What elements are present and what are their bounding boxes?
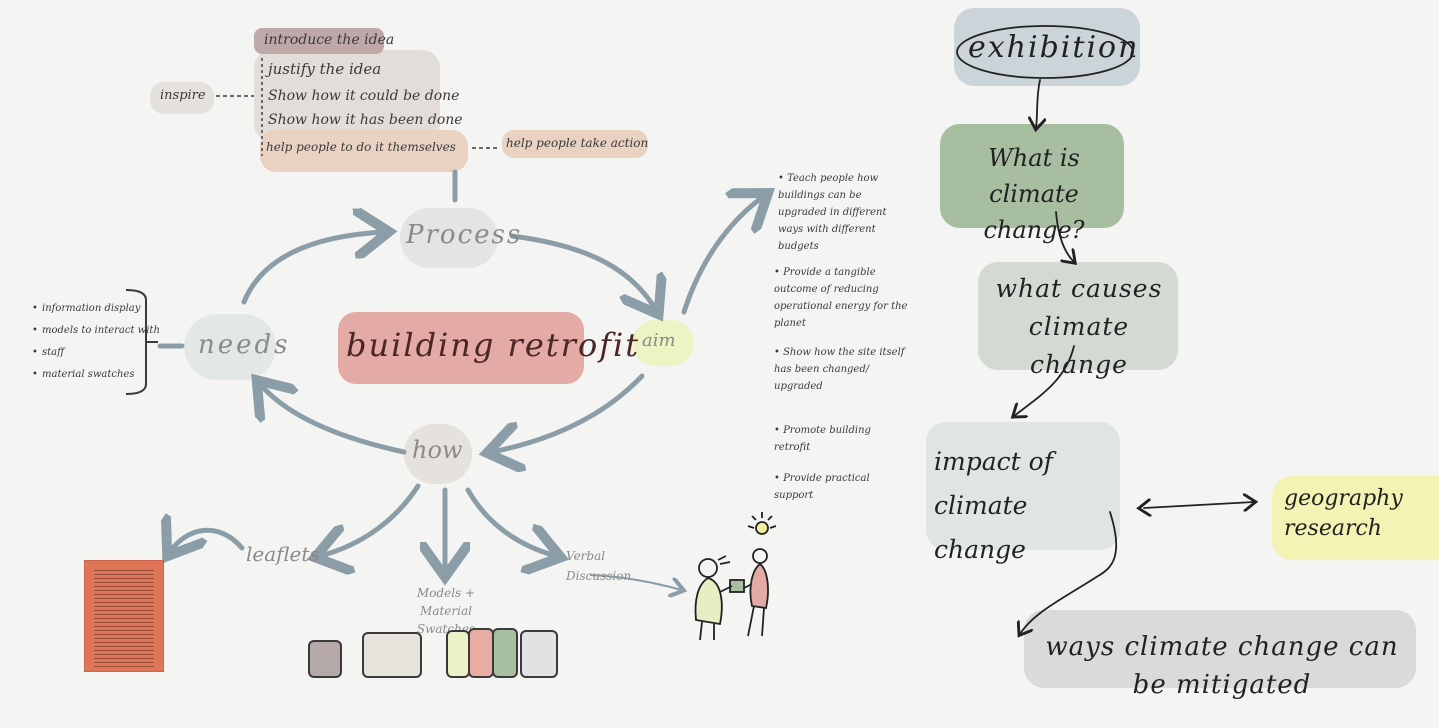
process-step-could: Show how it could be done — [268, 88, 460, 104]
needs-item: models to interact with — [32, 320, 160, 342]
aim-item-promote: • Promote building retrofit — [774, 425, 871, 453]
how-node-bg — [404, 424, 472, 484]
needs-item: staff — [32, 342, 160, 364]
geography-node: geography research — [1284, 486, 1403, 541]
needs-node-bg — [184, 314, 276, 380]
help-themselves-highlight — [260, 130, 468, 172]
needs-node: needs — [198, 330, 291, 360]
what-causes-node: what causes climate change — [995, 274, 1163, 379]
needs-item: material swatches — [32, 364, 160, 386]
swatch-taupe — [308, 640, 342, 678]
help-action-box — [502, 130, 648, 158]
exhibition-box — [954, 8, 1140, 86]
how-node: how — [412, 436, 463, 464]
ways-node: ways climate change can be mitigated — [1045, 632, 1399, 700]
inspire-label: inspire — [160, 88, 206, 103]
process-step-has: Show how it has been done — [268, 112, 463, 128]
center-node-bg — [338, 312, 584, 384]
process-step-help: help people to do it themselves — [266, 140, 456, 154]
impact-node: impact of climate change — [934, 447, 1053, 564]
aim-item-tangible: • Provide a tangible outcome of reducing… — [774, 267, 908, 329]
process-list-highlight — [254, 28, 384, 54]
aim-node-bg — [632, 320, 694, 366]
leaflet-image — [84, 560, 164, 672]
process-node: Process — [406, 220, 523, 250]
what-is-box — [940, 124, 1124, 228]
process-step-justify: justify the idea — [268, 60, 382, 78]
aim-item-teach: • Teach people how buildings can be upgr… — [778, 173, 887, 252]
people-figures — [694, 512, 777, 641]
needs-list: information display models to interact w… — [32, 298, 160, 386]
geography-box — [1272, 476, 1439, 560]
swatch-green — [492, 628, 518, 678]
process-step-introduce: introduce the idea — [264, 32, 395, 48]
swatch-light — [362, 632, 422, 678]
aim-item-show-site: • Show how the site itself has been chan… — [774, 347, 905, 392]
what-is-node: What is climate change? — [983, 144, 1085, 244]
help-action-label: help people take action — [506, 136, 649, 150]
impact-box — [926, 422, 1120, 550]
leaflets-label: leaflets — [246, 542, 320, 566]
process-list-box — [254, 50, 440, 142]
verbal-label: Verbal Discussion — [566, 549, 632, 583]
needs-item: information display — [32, 298, 160, 320]
process-node-bg — [400, 208, 498, 268]
aim-node: aim — [642, 330, 676, 351]
center-node: building retrofit — [346, 326, 641, 364]
swatch-yellow — [446, 630, 470, 678]
swatch-pink — [468, 628, 494, 678]
what-causes-box — [978, 262, 1178, 370]
exhibition-node: exhibition — [968, 30, 1140, 65]
ways-box — [1024, 610, 1416, 688]
aim-item-support: • Provide practical support — [774, 473, 870, 501]
inspire-box — [150, 82, 214, 114]
swatch-gray — [520, 630, 558, 678]
